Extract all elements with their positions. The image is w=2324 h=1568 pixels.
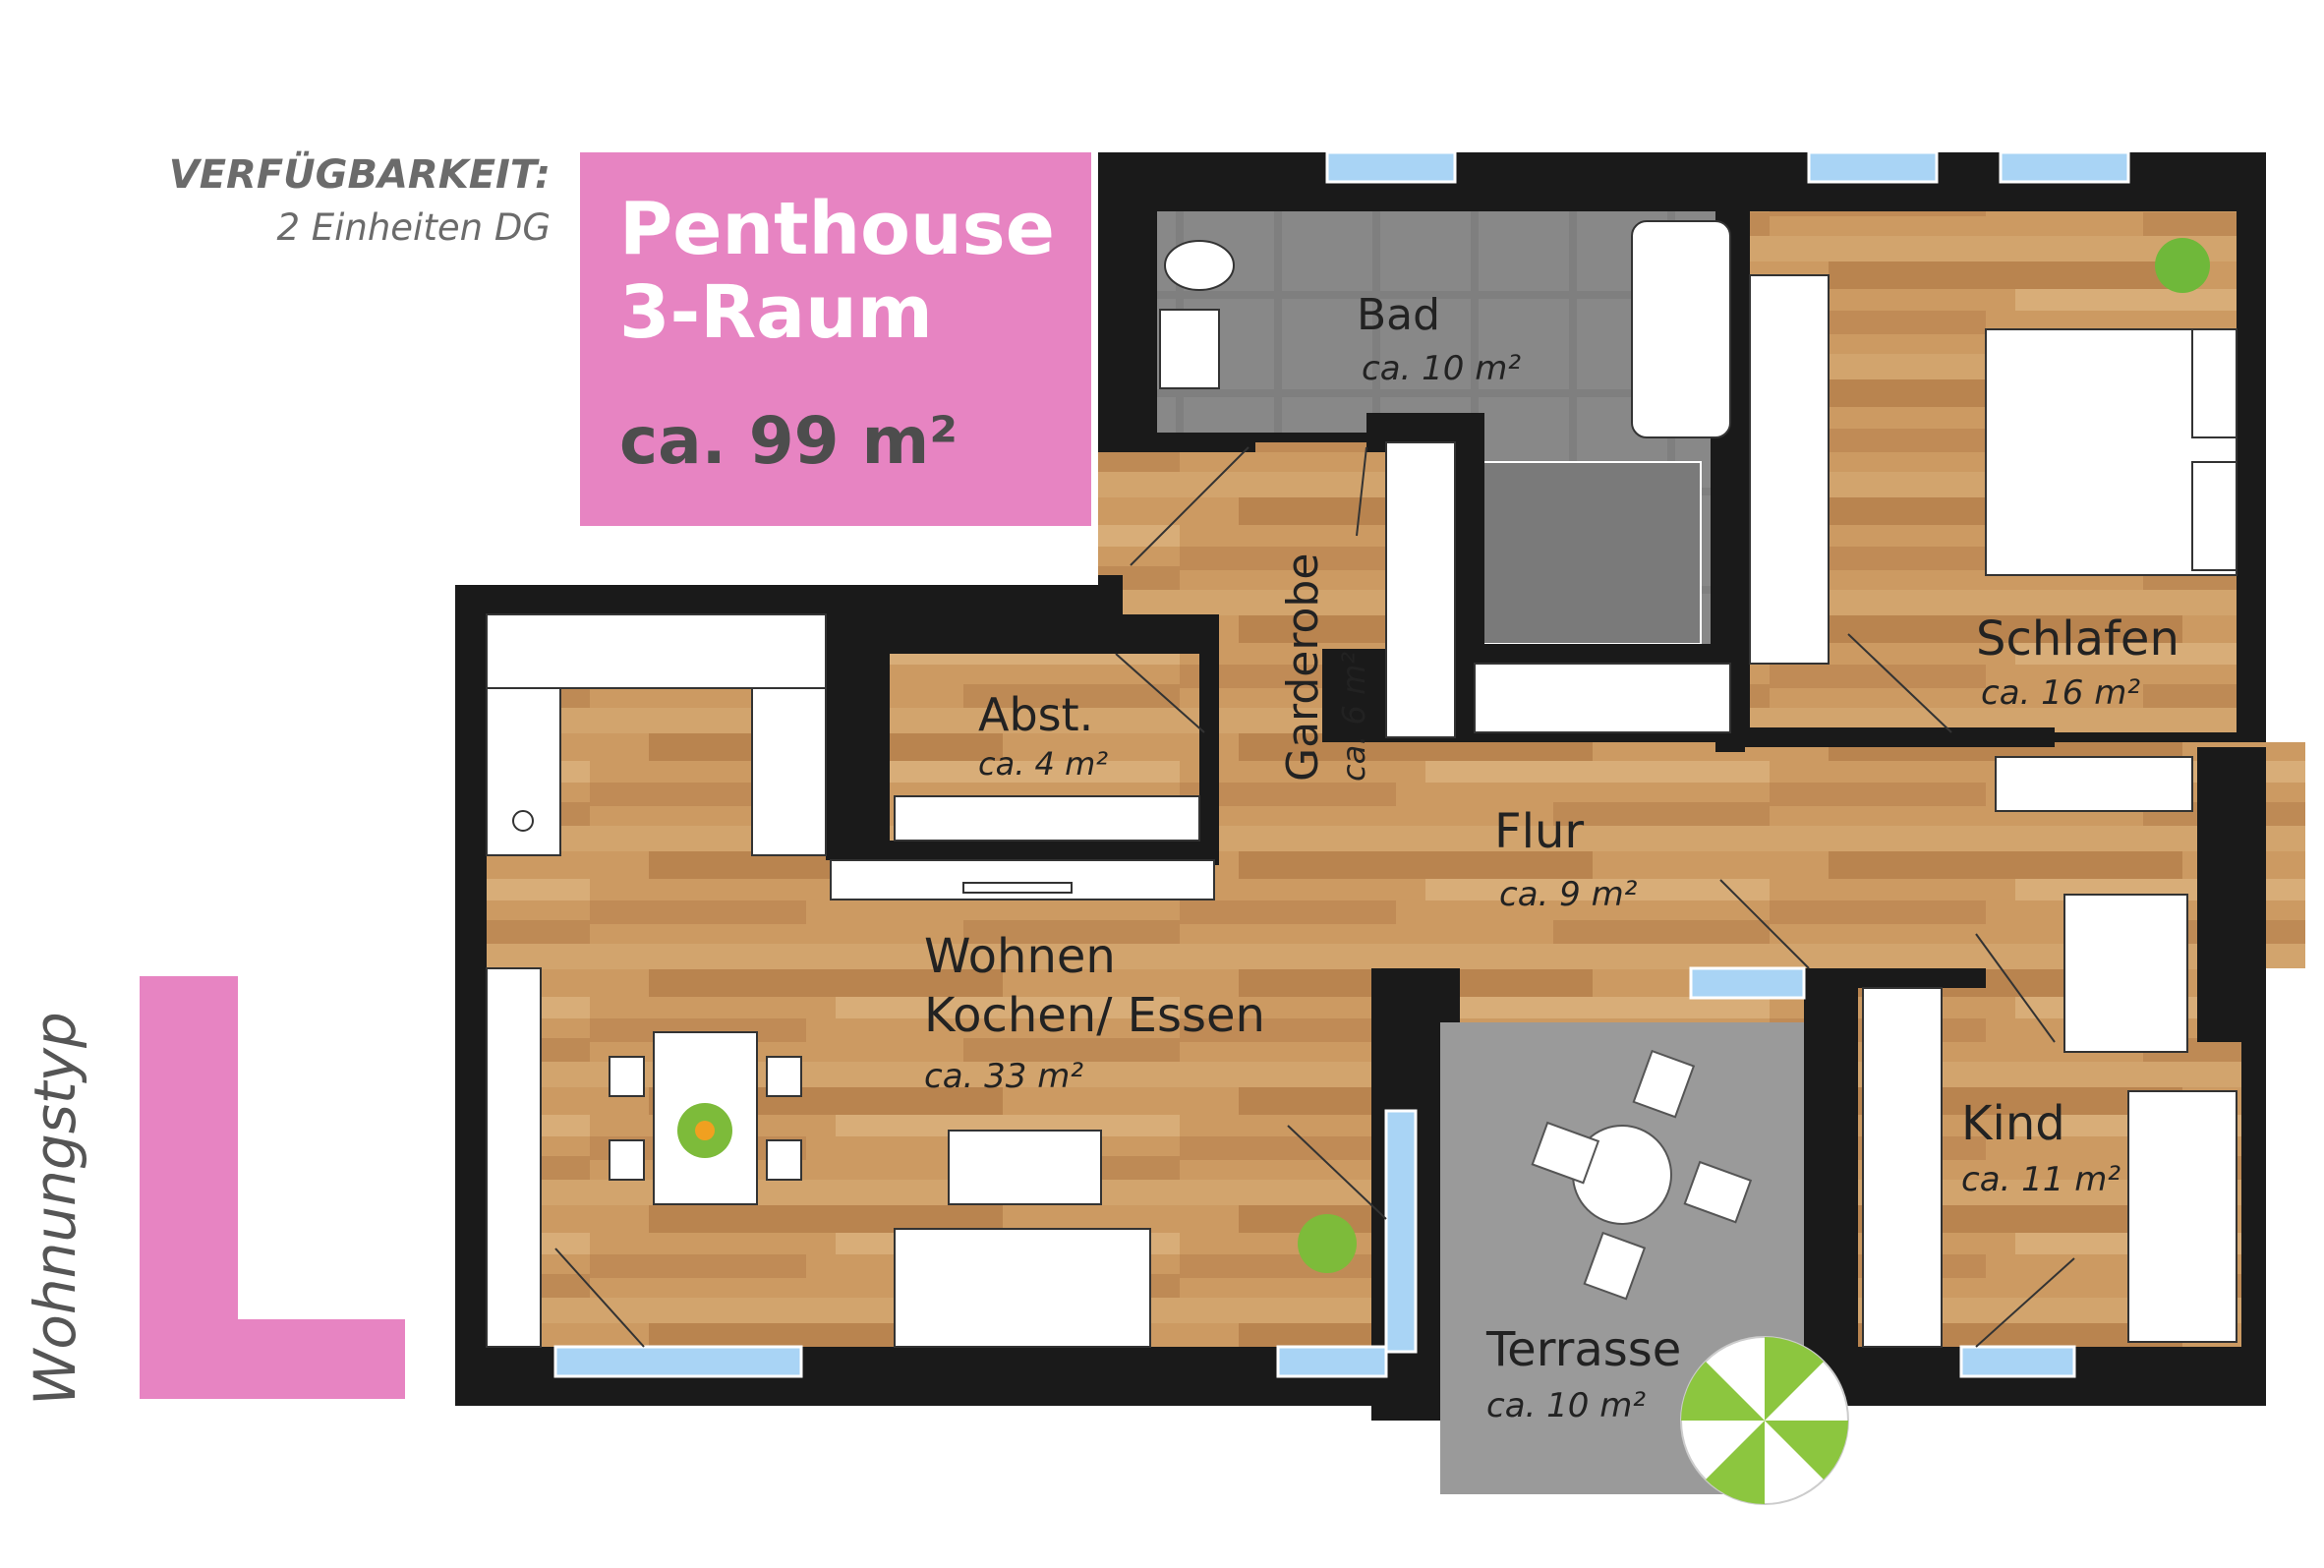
room-area-schlafen: ca. 16 m² (1981, 673, 2140, 713)
availability-heading: VERFÜGBARKEIT: (168, 152, 551, 198)
room-area-bad: ca. 10 m² (1362, 349, 1521, 388)
door-swings (554, 446, 2075, 1348)
title-box: Penthouse 3-Raum ca. 99 m² (580, 152, 1091, 526)
room-name-terrasse: Terrasse (1486, 1322, 1682, 1377)
room-area-abst: ca. 4 m² (978, 745, 1109, 783)
room-name-abst: Abst. (978, 688, 1094, 741)
terrace-furniture (1531, 1049, 1753, 1301)
stove-icon (512, 810, 534, 832)
plant-icon (677, 238, 2210, 1273)
title-line-1: Penthouse (619, 187, 1055, 271)
bedroom-furniture (1749, 274, 2237, 812)
room-area-wohnen: ca. 33 m² (924, 1057, 1083, 1096)
room-area-flur: ca. 9 m² (1499, 875, 1638, 914)
availability-units: 2 Einheiten DG (276, 206, 551, 249)
type-letter-l-shape-foot (140, 1319, 405, 1399)
room-area-terrasse: ca. 10 m² (1486, 1386, 1646, 1425)
title-line-2: 3-Raum (619, 270, 933, 355)
windows (553, 150, 2130, 1378)
kid-room-furniture (1862, 894, 2237, 1348)
umbrella-icon (1680, 1336, 1849, 1505)
room-area-garderobe: ca. 6 m² (1335, 651, 1372, 782)
room-name-wohnen: Wohnen (924, 929, 1116, 984)
bathroom-fixtures (1159, 220, 1731, 738)
room-name-schlafen: Schlafen (1976, 611, 2179, 667)
room-name-flur: Flur (1494, 804, 1585, 859)
room-area-kind: ca. 11 m² (1961, 1160, 2121, 1199)
room-name-bad: Bad (1357, 290, 1441, 340)
kitchen (486, 613, 1215, 1348)
room-name-kochen-essen: Kochen/ Essen (924, 988, 1265, 1043)
room-name-garderobe: Garderobe (1278, 552, 1328, 782)
room-name-kind: Kind (1961, 1096, 2065, 1151)
total-area: ca. 99 m² (619, 403, 959, 479)
